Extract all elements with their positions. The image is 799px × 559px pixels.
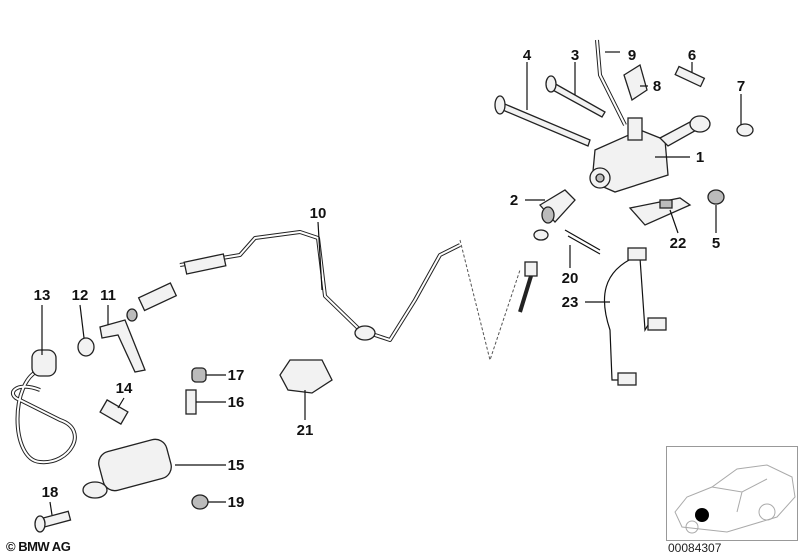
callout-22[interactable]: 22	[670, 235, 687, 252]
callout-23[interactable]: 23	[562, 294, 579, 311]
callout-4[interactable]: 4	[523, 47, 532, 64]
callout-8[interactable]: 8	[653, 78, 661, 95]
callout-5[interactable]: 5	[712, 235, 720, 252]
part-16-bleed-screw[interactable]	[185, 389, 197, 415]
location-marker-icon	[695, 508, 709, 522]
part-19-nut[interactable]	[191, 494, 209, 510]
leader-lines	[41, 51, 742, 516]
callout-1[interactable]: 1	[696, 149, 704, 166]
copyright: © BMW AG	[6, 539, 71, 554]
callout-6[interactable]: 6	[688, 47, 696, 64]
callout-19[interactable]: 19	[228, 494, 245, 511]
part-18-bolt[interactable]	[34, 510, 72, 533]
part-20-seal-clip[interactable]	[518, 229, 601, 313]
part-23-switch-harness[interactable]	[603, 247, 667, 386]
callout-15[interactable]: 15	[228, 457, 245, 474]
callout-18[interactable]: 18	[42, 484, 59, 501]
part-1-clutch-master-cylinder[interactable]	[589, 115, 711, 193]
part-15-slave-cylinder[interactable]	[82, 437, 174, 499]
callout-labels: 1 2 3 4 5 6 7 8 9 10 11 12 13 14 15 16 1…	[34, 47, 746, 511]
callout-10[interactable]: 10	[310, 205, 327, 222]
callout-20[interactable]: 20	[562, 270, 579, 287]
part-5-nut[interactable]	[707, 189, 725, 205]
callout-11[interactable]: 11	[100, 287, 116, 304]
callout-21[interactable]: 21	[297, 422, 314, 439]
part-12-seal[interactable]	[77, 337, 95, 357]
callout-7[interactable]: 7	[737, 78, 745, 95]
callout-3[interactable]: 3	[571, 47, 579, 64]
callout-16[interactable]: 16	[228, 394, 245, 411]
part-9-hose[interactable]	[595, 39, 627, 126]
callout-2[interactable]: 2	[510, 192, 518, 209]
part-3-bolt[interactable]	[545, 75, 606, 118]
part-4-bolt[interactable]	[494, 95, 591, 147]
part-8-cap[interactable]	[623, 63, 648, 102]
part-7-clip[interactable]	[736, 123, 754, 137]
callout-13[interactable]: 13	[34, 287, 51, 304]
part-6-pin[interactable]	[674, 65, 706, 88]
car-location-thumbnail	[666, 446, 798, 541]
part-21-holder[interactable]	[279, 359, 333, 394]
callout-17[interactable]: 17	[228, 367, 245, 384]
part-17-cap[interactable]	[191, 367, 207, 383]
callout-14[interactable]: 14	[116, 380, 133, 397]
part-13-hose[interactable]	[11, 349, 77, 465]
part-2-connector[interactable]	[538, 189, 576, 224]
part-22-bracket[interactable]	[628, 197, 692, 226]
part-11-bracket[interactable]	[99, 319, 146, 373]
part-10-clutch-line[interactable]	[126, 230, 521, 362]
callout-9[interactable]: 9	[628, 47, 636, 64]
part-14-fitting[interactable]	[99, 399, 129, 425]
car-outline-icon	[674, 464, 796, 534]
diagram-number: 00084307	[668, 541, 722, 555]
callout-12[interactable]: 12	[72, 287, 89, 304]
